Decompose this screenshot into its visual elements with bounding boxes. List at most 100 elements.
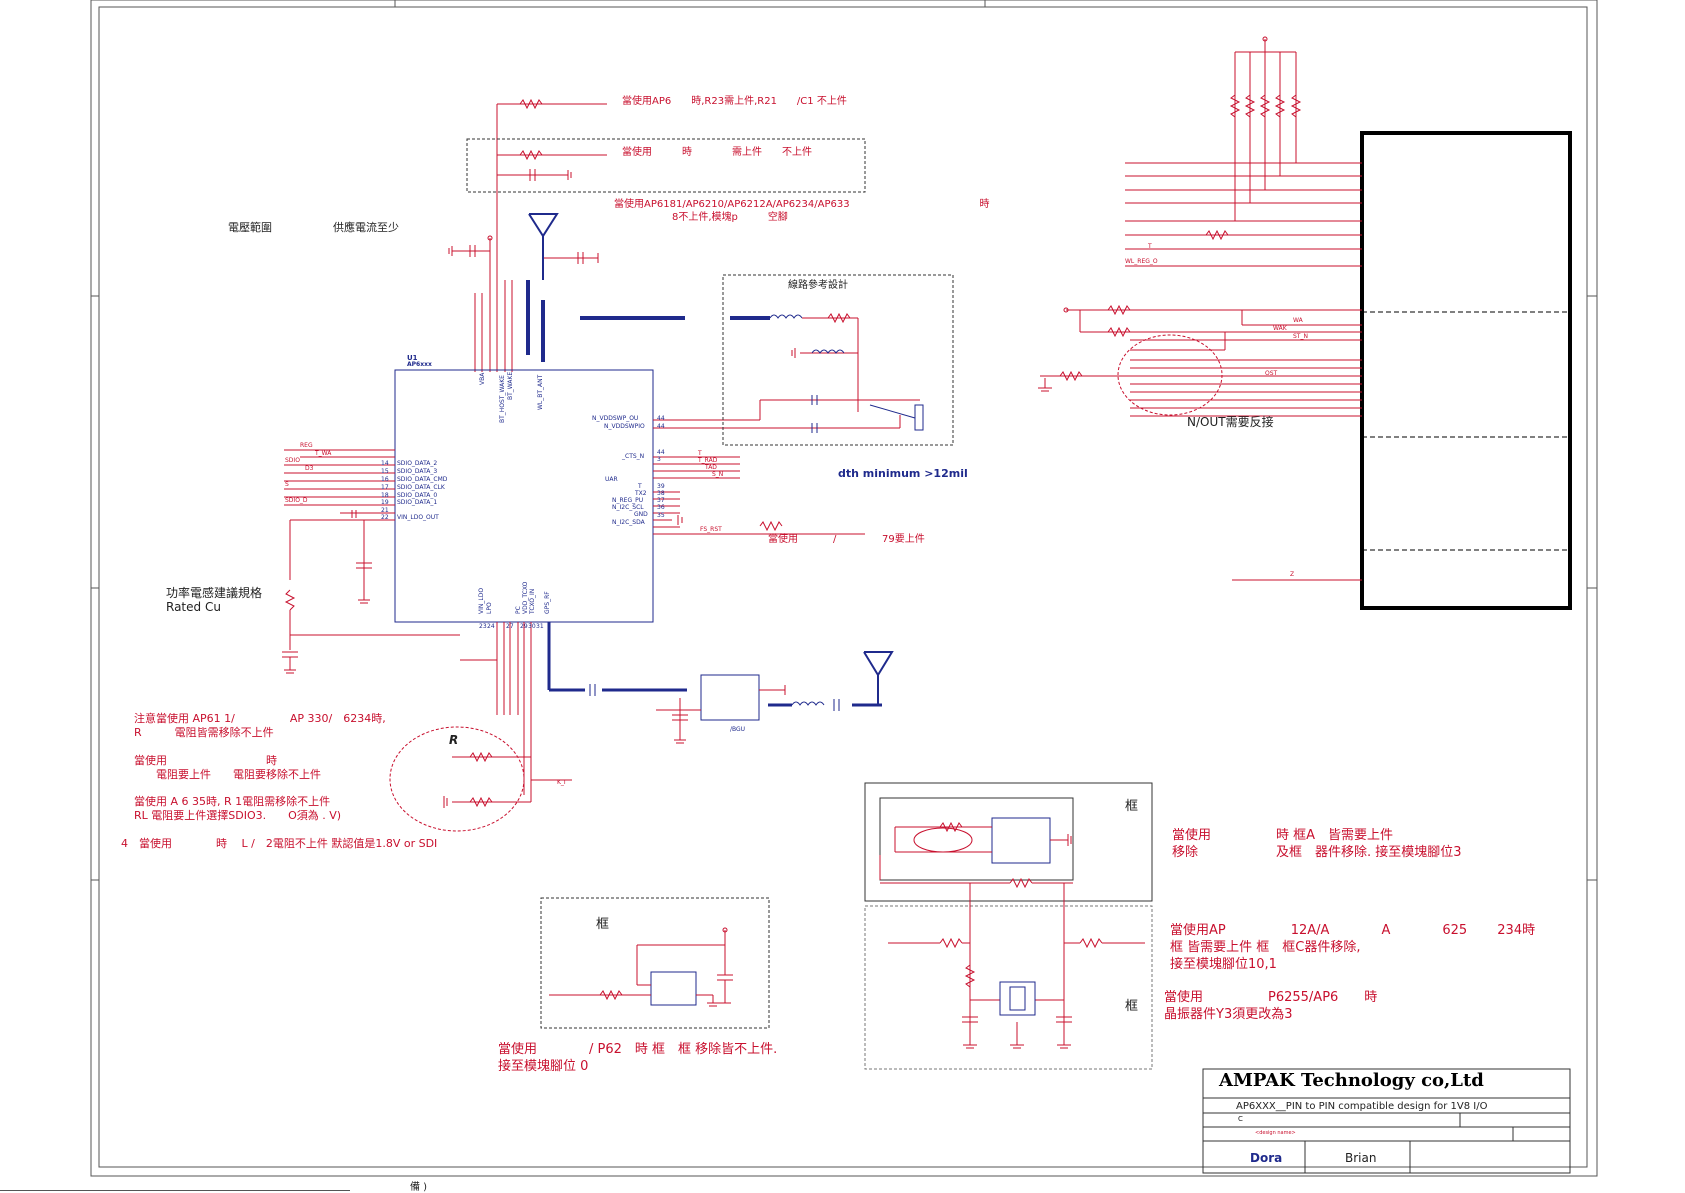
net-wl-reg-o: WL_REG_O — [1125, 258, 1158, 265]
net-t-wa: T_WA — [315, 450, 332, 457]
osc-box-label: 框 — [596, 917, 610, 932]
gps-lna — [589, 674, 840, 744]
bottom-note-2: 接至模塊腳位 0 — [498, 1059, 589, 1074]
net-reg: REG — [300, 442, 313, 449]
pin-num-r1: 44 — [657, 415, 665, 422]
pin-num-36: 36 — [657, 504, 665, 511]
pin-vddswpio: N_VDDSWPIO — [604, 423, 645, 430]
left-note-3b: RL 電阻要上件選擇SDIO3. O須為 . V) — [134, 809, 342, 822]
pin-sdio-data-2: SDIO_DATA_2 — [397, 460, 438, 467]
inductor-note-1: 功率電感建議規格 — [166, 586, 263, 600]
right-note-c1: 當使用 P6255/AP6 時 — [1164, 990, 1378, 1005]
net-z: Z — [1290, 571, 1295, 578]
pin-wl-bt-ant: WL_BT_ANT — [537, 374, 544, 410]
pin-n-i2c-scl: N_I2C_SCL — [612, 504, 644, 511]
pin-num-21: 21 — [381, 507, 389, 514]
bottom-note-1: 當使用 / P62 時 框 框 移除皆不上件. — [498, 1042, 778, 1057]
box-b-label: 框 — [1125, 999, 1139, 1014]
models-note: 當使用AP6181/AP6210/AP6212A/AP6234/AP633 時 — [614, 199, 990, 210]
box-note: 當使用 時 需上件 不上件 — [622, 147, 812, 158]
pin-n-reg-pu: N_REG_PU — [612, 497, 644, 504]
net-d3: D3 — [305, 465, 314, 472]
pin-num-17: 17 — [381, 484, 389, 491]
pin-num-37: 37 — [657, 497, 665, 504]
pin-num-19: 19 — [381, 499, 389, 506]
pin-num-24: 24 — [487, 623, 495, 630]
pin-num-3: 3 — [657, 456, 661, 463]
net-sdio-d: SDIO_D — [285, 497, 308, 504]
uart-note-slash: / — [833, 534, 837, 545]
pin-sdio-data-3: SDIO_DATA_3 — [397, 468, 438, 475]
models-note-2: 8不上件,模塊p 空腳 — [672, 212, 788, 223]
pin-tcxo-in: TCXO_IN — [529, 588, 536, 614]
u1-right-wires — [653, 419, 865, 535]
pin-tx2: TX2 — [635, 490, 647, 497]
pin-num-15: 15 — [381, 468, 389, 475]
trace-width-note: dth minimum >12mil — [838, 467, 968, 480]
pin-num-27: 27 — [506, 623, 514, 630]
net-s: S — [285, 481, 289, 488]
pin-bt-wake: BT_WAKE — [507, 371, 514, 400]
r-circle-label: R — [449, 733, 459, 747]
footer-fragment: 備 ) — [410, 1182, 428, 1193]
inductor-note-2: Rated Cu — [166, 600, 221, 614]
pin-num-39: 39 — [657, 483, 665, 490]
r-option-network — [389, 715, 532, 832]
title-block-frame — [1202, 1068, 1571, 1174]
right-note-b2: 框 皆需要上件 框 框C器件移除, — [1170, 940, 1361, 955]
antenna-reference-box — [722, 274, 954, 446]
pin-sdio-data-cmd: SDIO_DATA_CMD — [397, 476, 448, 483]
right-note-a2: 移除 及框 器件移除. 接至模塊腳位3 — [1172, 845, 1462, 860]
pin-num-14: 14 — [381, 460, 389, 467]
sheet-title: AP6XXX__PIN to PIN compatible design for… — [1236, 1101, 1488, 1112]
pin-uar: UAR — [605, 476, 618, 483]
pin-bt-host-wake: BT_HOST_WAKE — [499, 375, 506, 423]
uart-note-suffix: 79要上件 — [882, 534, 925, 545]
pin-gnd: GND — [634, 511, 648, 518]
right-note-a1: 當使用 時 框A 皆需要上件 — [1172, 828, 1394, 843]
checked-by: Brian — [1345, 1151, 1377, 1165]
left-note-3a: 當使用 A 6 35時, R 1電阻需移除不上件 — [134, 795, 331, 808]
net-t: T — [698, 450, 702, 457]
pin-sdio-data-clk: SDIO_DATA_CLK — [397, 484, 445, 491]
left-note-2b: 電阻要上件 電阻要移除不上件 — [134, 768, 321, 781]
net-sdio: SDIO — [285, 457, 300, 464]
pin-num-22: 22 — [381, 514, 389, 521]
pin-lpo: LPO — [486, 602, 493, 614]
net-ost: OST — [1265, 370, 1278, 377]
gps-rf-path — [547, 622, 894, 707]
antenna-ref-title: 線路參考設計 — [788, 280, 848, 291]
pin-sdio-data-0: SDIO_DATA_0 — [397, 492, 438, 499]
pin-gps-rf: GPS_RF — [544, 591, 551, 614]
net-wak: WAK — [1273, 325, 1287, 332]
crystal-option-box — [864, 782, 1153, 1070]
pin-num-45: 44 — [657, 423, 665, 430]
design-name: <design name> — [1255, 1130, 1296, 1136]
r23-note: 當使用AP6 時,R23需上件,R21 /C1 不上件 — [622, 96, 847, 107]
net-st-n: ST_N — [1293, 333, 1308, 340]
wifi-antenna — [526, 213, 685, 362]
company-name: AMPAK Technology co,Ltd — [1219, 1070, 1484, 1091]
inout-note: N/OUT需要反接 — [1187, 415, 1274, 429]
lna-part: /BGU — [730, 726, 746, 733]
net-conn-t: T — [1148, 243, 1152, 250]
sheet-frame — [0, 0, 1598, 1191]
pin-num-31: 31 — [536, 623, 544, 630]
host-connector — [1038, 36, 1572, 610]
net-wa: WA — [1293, 317, 1303, 324]
pin-num-16: 16 — [381, 476, 389, 483]
pin-vddswp-ou: N_VDDSWP_OU — [592, 415, 639, 422]
box-a-label: 框 — [1125, 799, 1139, 814]
u1-ref: U1 — [407, 354, 418, 362]
pin-num-44: 44 — [657, 449, 665, 456]
pin-num-29: 29 — [520, 623, 528, 630]
top-network — [448, 98, 866, 372]
left-note-4: 4 當使用 時 L / 2電阻不上件 默認值是1.8V or SDI — [121, 837, 438, 850]
pin-num-23: 23 — [479, 623, 487, 630]
right-note-b1: 當使用AP 12A/A A 625 234時 — [1170, 923, 1536, 938]
k-label: K_I — [557, 779, 566, 786]
net-fs-rst: FS_RST — [700, 526, 722, 533]
right-note-c2: 晶振器件Y3須更改為3 — [1164, 1007, 1293, 1022]
net-t-rad: T_RAD — [698, 457, 718, 464]
pin-t: T — [638, 483, 642, 490]
